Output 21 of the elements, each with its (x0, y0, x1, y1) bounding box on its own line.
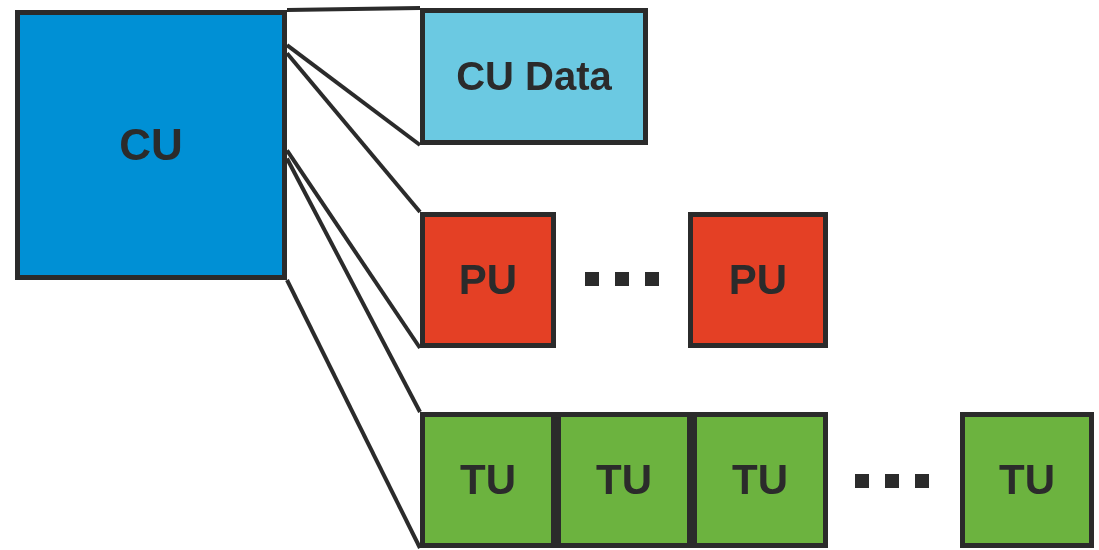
unit-label: TU (596, 456, 652, 504)
unit-box (420, 8, 648, 145)
unit-box (692, 412, 828, 548)
unit-label: TU (732, 456, 788, 504)
unit-label: CU (119, 120, 183, 170)
unit-box (960, 412, 1094, 548)
connector-line (285, 279, 422, 549)
connector-line (285, 43, 422, 147)
unit-label: TU (999, 456, 1055, 504)
connector-line (285, 157, 422, 413)
connector-line (285, 51, 422, 214)
unit-label: PU (458, 256, 518, 304)
unit-label: TU (460, 456, 516, 504)
connector-line (286, 6, 421, 12)
unit-label: PU (728, 256, 788, 304)
unit-box (688, 212, 828, 348)
unit-box (420, 412, 556, 548)
unit-box (420, 212, 556, 348)
unit-label: CU Data (456, 54, 612, 99)
connector-line (285, 149, 422, 350)
unit-box (15, 10, 287, 280)
